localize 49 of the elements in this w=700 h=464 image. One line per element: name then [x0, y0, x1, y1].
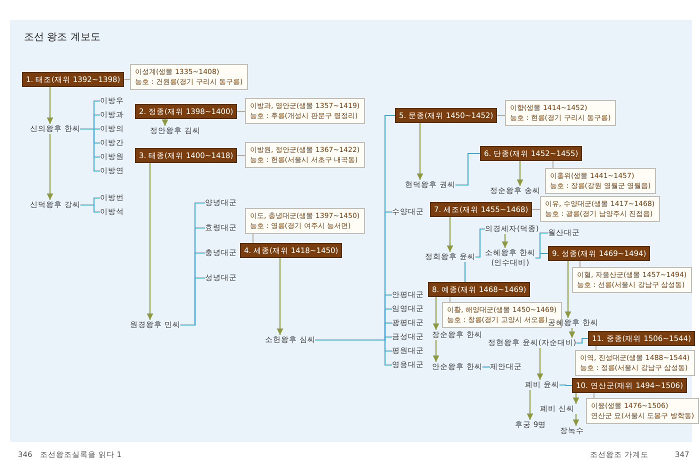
info-card: [586, 398, 700, 424]
arrow: [416, 123, 424, 180]
connector-line: [237, 154, 245, 156]
arrow: [572, 393, 580, 404]
arrow: [146, 163, 154, 320]
arrow: [162, 119, 168, 126]
arrow: [502, 234, 508, 248]
connector-line: [80, 204, 100, 213]
connector-line: [552, 161, 554, 168]
page-title: 조선 왕조 계보도: [24, 31, 100, 44]
connector-line: [315, 339, 392, 366]
connector-line: [532, 208, 540, 210]
connector-line: [80, 128, 100, 172]
connector-line: [252, 234, 254, 243]
info-card: [505, 100, 616, 126]
arrow: [516, 161, 524, 186]
connector-line: [579, 261, 581, 267]
connector-line: [497, 114, 505, 116]
info-card: [245, 208, 365, 234]
arrow: [432, 340, 440, 362]
info-card: [130, 64, 248, 90]
connector-line: [449, 297, 451, 302]
arrow: [536, 348, 544, 380]
arrow: [276, 258, 284, 335]
arrow: [572, 414, 580, 426]
info-card: [245, 142, 365, 168]
arrow: [46, 87, 54, 124]
arrow: [432, 297, 440, 330]
info-card: [545, 168, 656, 194]
connector-line: [455, 152, 480, 186]
connector-line: [180, 277, 205, 326]
arrow: [564, 261, 572, 318]
arrow: [568, 328, 576, 338]
connector-line: [576, 338, 588, 344]
connector-line: [593, 393, 595, 398]
info-card: [540, 196, 660, 222]
info-card: [245, 98, 365, 124]
arrow: [526, 390, 534, 420]
arrow: [446, 217, 454, 252]
connector-line: [559, 384, 572, 386]
connector-line: [475, 228, 485, 258]
arrow: [46, 134, 54, 200]
connector-line: [124, 78, 130, 80]
info-card: [572, 267, 692, 293]
connector-line: [482, 366, 490, 368]
connector-line: [535, 252, 548, 259]
connector-line: [237, 110, 245, 112]
connector-line: [464, 262, 466, 282]
info-card: [575, 350, 695, 376]
